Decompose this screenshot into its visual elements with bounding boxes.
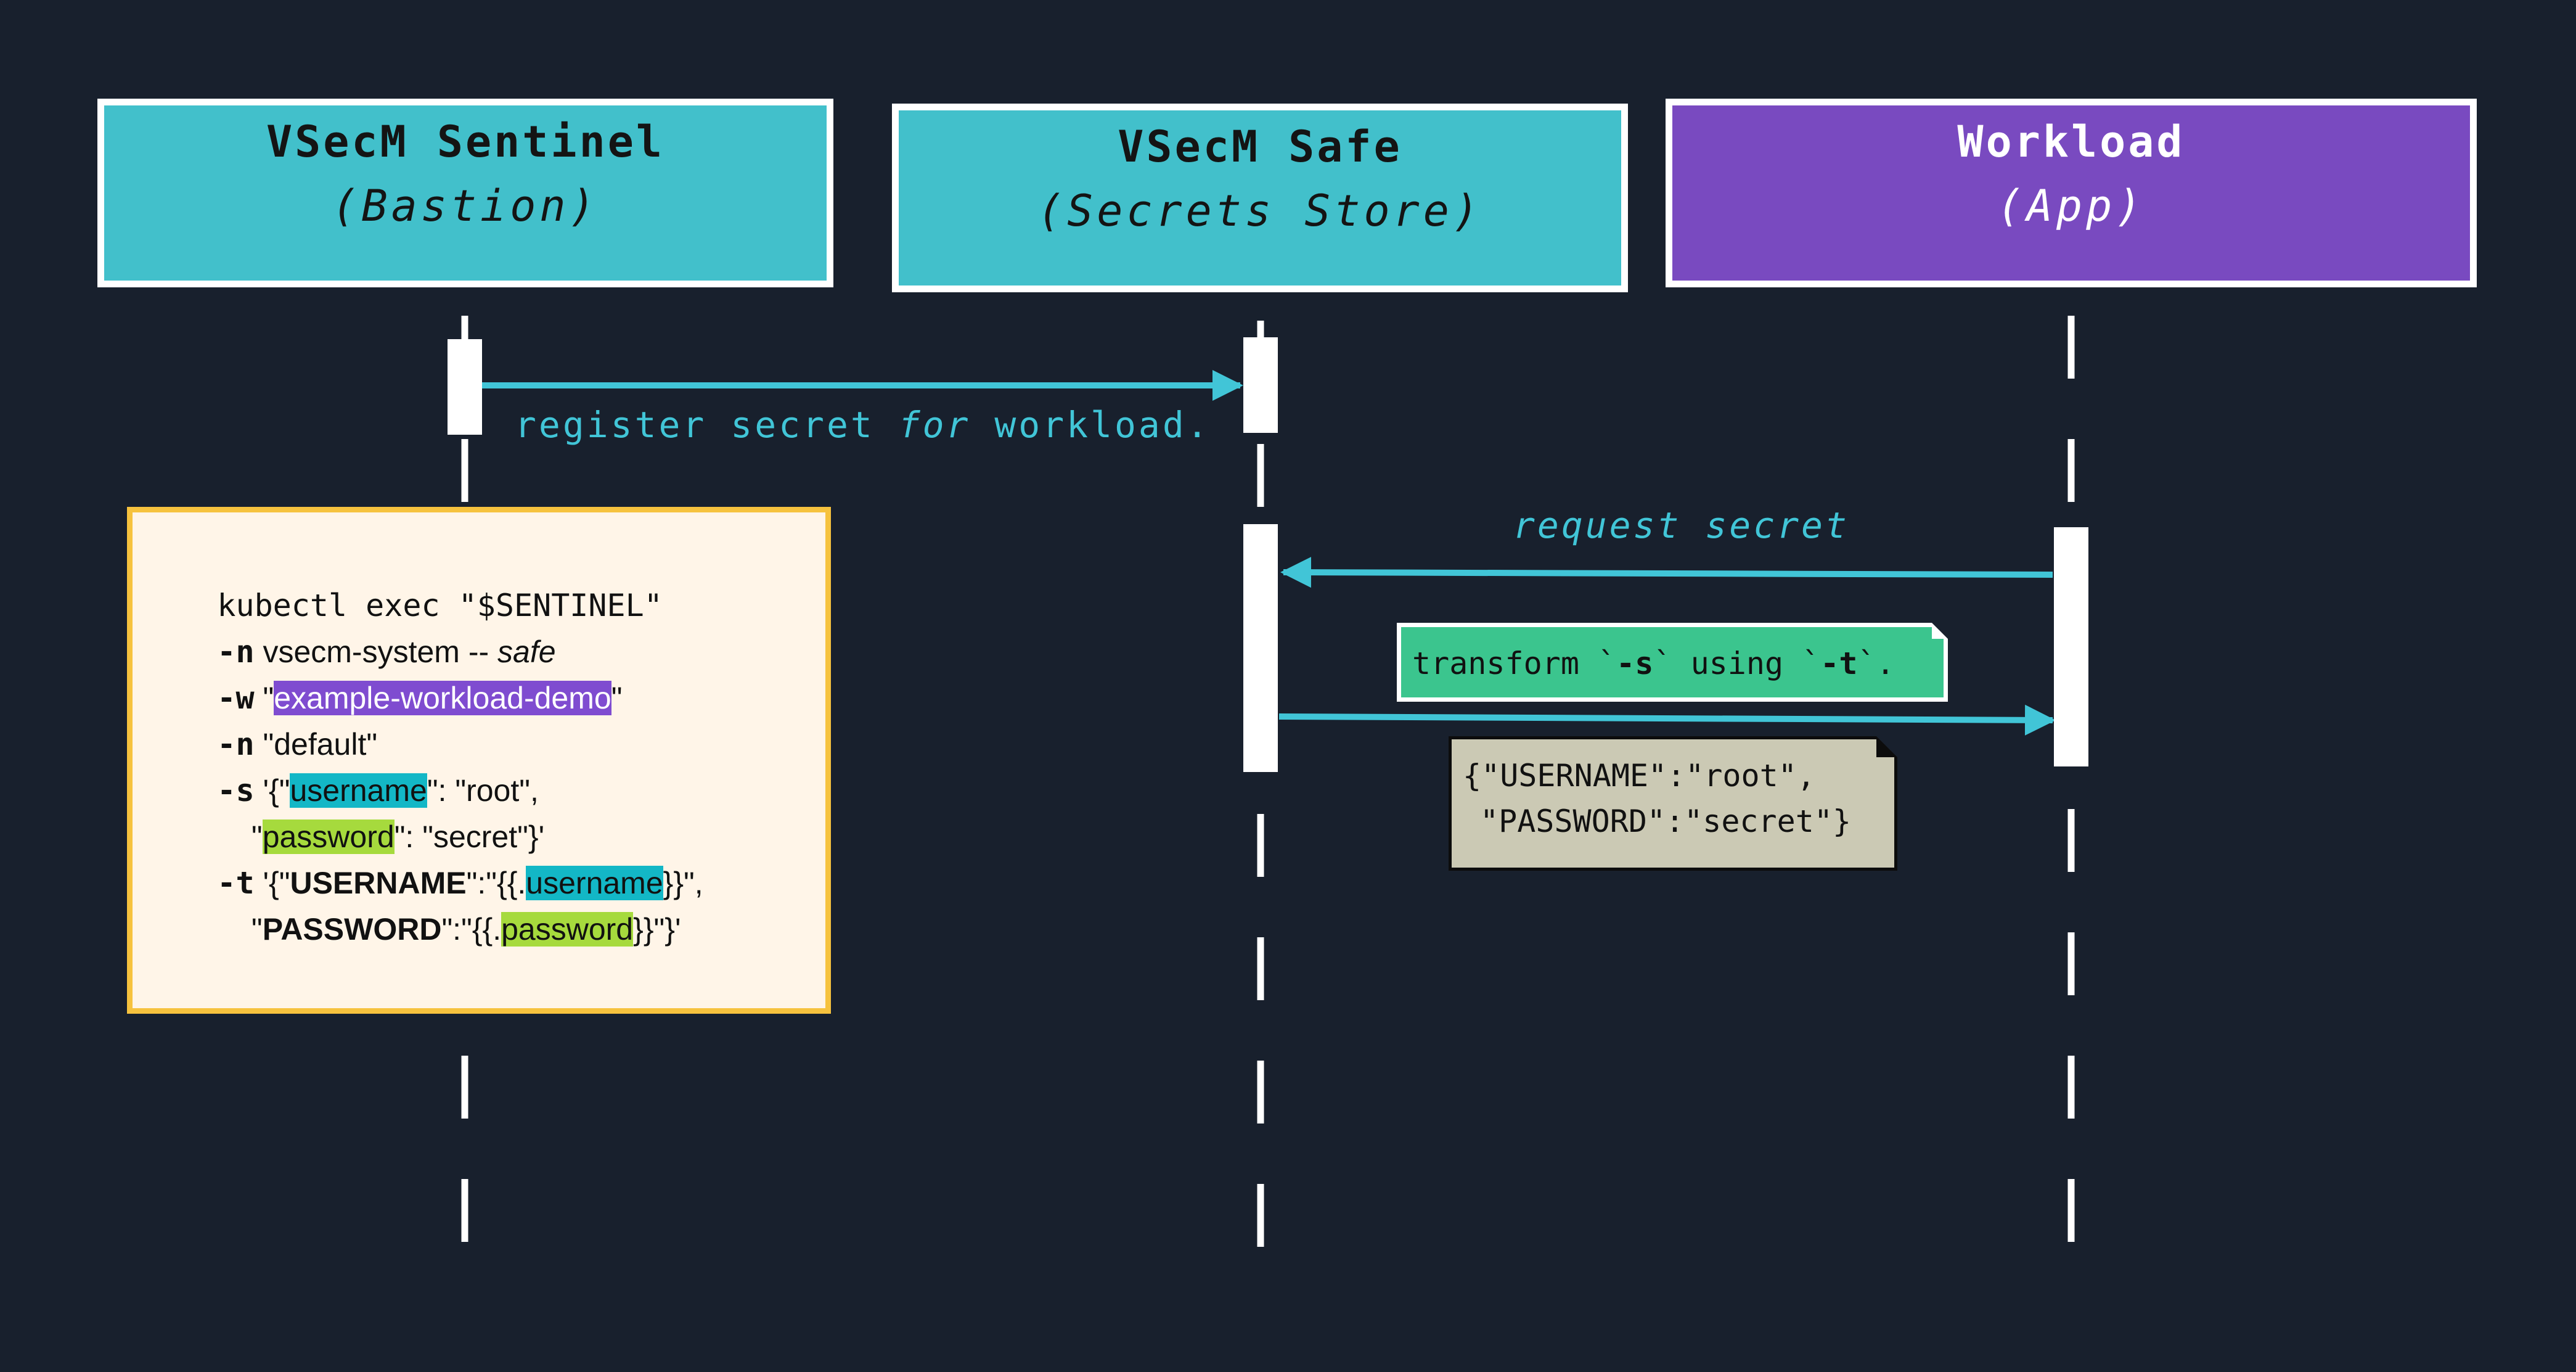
label-emphasis: for bbox=[898, 404, 971, 446]
label-text: workload. bbox=[970, 404, 1211, 446]
code-text: }}"}' bbox=[633, 912, 681, 947]
label-register-secret: register secret for workload. bbox=[515, 404, 1211, 446]
label-request-secret: request secret bbox=[1513, 504, 1849, 546]
participant-sentinel: VSecM Sentinel (Bastion) bbox=[97, 99, 833, 287]
result-line: {"USERNAME":"root", bbox=[1463, 758, 1815, 794]
code-line: -w "example-workload-demo" bbox=[166, 652, 622, 744]
note-text: `. bbox=[1857, 646, 1895, 681]
participant-subtitle: (App) bbox=[1997, 181, 2146, 231]
code-flag: -n bbox=[217, 726, 255, 762]
code-text: ": "root", bbox=[427, 773, 539, 808]
participant-name: VSecM Sentinel bbox=[266, 117, 664, 167]
code-note: kubectl exec "$SENTINEL" -n vsecm-system… bbox=[127, 507, 831, 1014]
participant-subtitle: (Secrets Store) bbox=[1037, 186, 1483, 236]
note-fold bbox=[1876, 736, 1897, 757]
code-text: "default" bbox=[254, 727, 378, 762]
code-text: PASSWORD bbox=[262, 912, 442, 947]
highlight-password: password bbox=[262, 820, 395, 854]
activation-safe-2 bbox=[1243, 524, 1278, 772]
code-text: ":"{{. bbox=[466, 866, 526, 900]
transform-text: transform `-s` using `-t`. bbox=[1412, 646, 1895, 681]
participant-name: Workload bbox=[1957, 117, 2185, 167]
transform-note: transform `-s` using `-t`. bbox=[1397, 623, 1948, 702]
code-text: safe bbox=[497, 635, 556, 669]
code-text: " bbox=[217, 820, 263, 854]
code-flag: -n bbox=[217, 634, 255, 670]
note-text: ` using ` bbox=[1653, 646, 1821, 681]
participant-name: VSecM Safe bbox=[1118, 121, 1402, 172]
code-flag: -w bbox=[217, 680, 255, 716]
code-line: kubectl exec "$SENTINEL" bbox=[166, 559, 663, 652]
note-flag: -s bbox=[1616, 646, 1654, 681]
participant-safe: VSecM Safe (Secrets Store) bbox=[892, 104, 1628, 292]
activation-sentinel bbox=[448, 339, 482, 435]
code-line: -n vsecm-system -- safe bbox=[166, 606, 556, 698]
code-text: ": "secret"}' bbox=[394, 820, 545, 854]
arrow-return-secret bbox=[1278, 704, 2056, 736]
code-text: kubectl exec "$SENTINEL" bbox=[217, 588, 663, 623]
code-line: "PASSWORD":"{{.password}}"}' bbox=[166, 883, 681, 976]
code-flag: -s bbox=[217, 773, 255, 808]
note-flag: -t bbox=[1820, 646, 1858, 681]
code-text: '{" bbox=[254, 866, 290, 900]
code-line: "password": "secret"}' bbox=[166, 791, 544, 883]
activation-safe-1 bbox=[1243, 337, 1278, 433]
participant-subtitle: (Bastion) bbox=[332, 181, 599, 231]
highlight-username: username bbox=[290, 773, 427, 808]
result-note: {"USERNAME":"root", "PASSWORD":"secret"} bbox=[1449, 736, 1897, 871]
code-text: USERNAME bbox=[290, 866, 467, 900]
code-text: " bbox=[254, 681, 274, 715]
code-text: ":"{{. bbox=[441, 912, 502, 947]
code-text: " bbox=[217, 912, 263, 947]
code-text: '{" bbox=[254, 773, 290, 808]
result-line: "PASSWORD":"secret"} bbox=[1480, 803, 1852, 839]
code-text: }}", bbox=[663, 866, 703, 900]
arrow-request-secret bbox=[1280, 557, 2053, 588]
note-fold bbox=[1932, 623, 1948, 639]
code-text: vsecm-system -- bbox=[254, 635, 498, 669]
label-text: register secret bbox=[515, 404, 899, 446]
code-line: -t '{"USERNAME":"{{.username}}", bbox=[166, 837, 703, 929]
code-flag: -t bbox=[217, 865, 255, 901]
note-text: transform ` bbox=[1412, 646, 1617, 681]
activation-workload bbox=[2054, 527, 2088, 766]
code-text: " bbox=[611, 681, 623, 715]
highlight-password: password bbox=[501, 912, 634, 947]
participant-workload: Workload (App) bbox=[1666, 99, 2477, 287]
highlight-username: username bbox=[526, 866, 663, 900]
highlight-workload-name: example-workload-demo bbox=[274, 681, 611, 715]
code-line: -n "default" bbox=[166, 698, 377, 791]
code-line: -s '{"username": "root", bbox=[166, 744, 539, 837]
